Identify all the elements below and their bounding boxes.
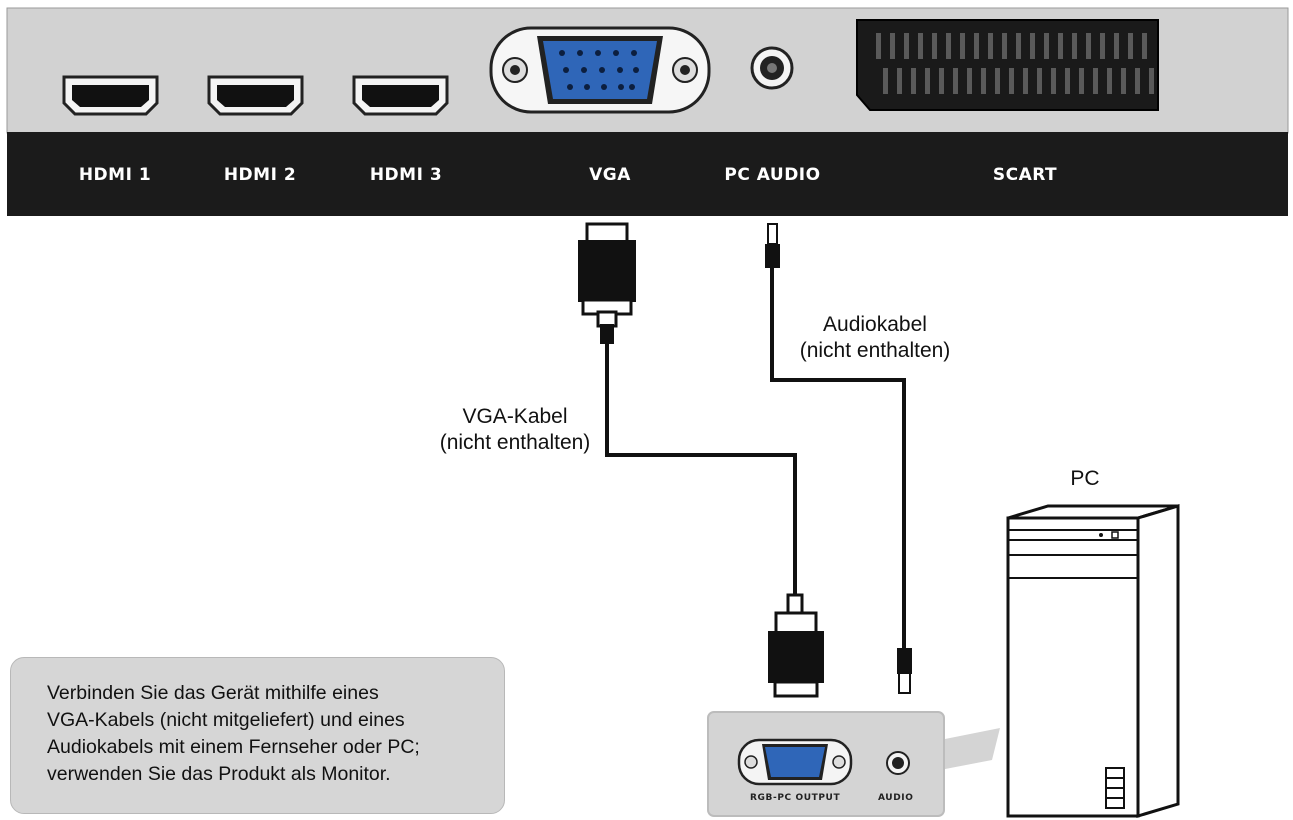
pc-audio-out-label: AUDIO	[878, 793, 914, 803]
rgb-output-port-icon	[737, 738, 853, 786]
pc-tower-icon	[1006, 503, 1180, 819]
scart-pin	[1051, 68, 1056, 94]
scart-pin	[890, 33, 895, 59]
scart-pin	[1023, 68, 1028, 94]
scart-pin	[883, 68, 888, 94]
audio-cable-note: (nicht enthalten)	[799, 339, 951, 362]
hdmi3-label: HDMI 3	[369, 165, 443, 185]
vga-cable-note: (nicht enthalten)	[439, 431, 591, 454]
hdmi1-port-icon	[62, 75, 159, 116]
scart-pin	[1100, 33, 1105, 59]
vga-label: VGA	[589, 165, 631, 185]
note-line: verwenden Sie das Produkt als Monitor.	[47, 763, 391, 785]
scart-pin	[904, 33, 909, 59]
scart-pin	[918, 33, 923, 59]
scart-pin	[1009, 68, 1014, 94]
scart-pin	[953, 68, 958, 94]
vga-port-icon	[489, 26, 711, 114]
scart-pin	[1037, 68, 1042, 94]
scart-pin	[981, 68, 986, 94]
hdmi2-label: HDMI 2	[223, 165, 297, 185]
info-note: Verbinden Sie das Gerät mithilfe eines V…	[10, 657, 505, 814]
pc-audio-out-icon	[886, 751, 910, 775]
scart-pin	[1128, 33, 1133, 59]
audio-cable	[765, 223, 912, 694]
hdmi1-label: HDMI 1	[78, 165, 152, 185]
scart-pin	[1016, 33, 1021, 59]
scart-port-icon	[856, 19, 1159, 111]
pc-label: PC	[1070, 467, 1100, 490]
hdmi2-port-icon	[207, 75, 304, 116]
scart-pin	[1149, 68, 1154, 94]
scart-pin	[995, 68, 1000, 94]
vga-cable-title: VGA-Kabel	[462, 405, 568, 428]
scart-pin	[960, 33, 965, 59]
vga-cable-caption: VGA-Kabel (nicht enthalten)	[420, 404, 610, 456]
scart-pin	[1086, 33, 1091, 59]
scart-pin	[1121, 68, 1126, 94]
rgb-output-label: RGB-PC OUTPUT	[750, 793, 841, 803]
scart-pin	[939, 68, 944, 94]
scart-pin	[946, 33, 951, 59]
scart-pin	[897, 68, 902, 94]
scart-pin	[1142, 33, 1147, 59]
scart-pin	[1079, 68, 1084, 94]
audio-cable-caption: Audiokabel (nicht enthalten)	[780, 312, 970, 364]
pc-audio-label: PC AUDIO	[724, 165, 821, 185]
hdmi3-port-icon	[352, 75, 449, 116]
scart-pin	[1114, 33, 1119, 59]
scart-pin	[1002, 33, 1007, 59]
pc-audio-jack-icon	[750, 46, 794, 90]
scart-pin	[1065, 68, 1070, 94]
vga-cable	[578, 222, 824, 698]
scart-pin	[1072, 33, 1077, 59]
note-line: VGA-Kabels (nicht mitgeliefert) und eine…	[47, 709, 405, 731]
scart-pin	[974, 33, 979, 59]
scart-label: SCART	[992, 165, 1058, 185]
scart-pin	[988, 33, 993, 59]
scart-pin	[876, 33, 881, 59]
scart-pin	[911, 68, 916, 94]
note-line: Verbinden Sie das Gerät mithilfe eines	[47, 682, 379, 704]
audio-cable-title: Audiokabel	[823, 313, 927, 336]
scart-pin	[967, 68, 972, 94]
scart-pin	[1135, 68, 1140, 94]
scart-pin	[1058, 33, 1063, 59]
scart-pin	[1030, 33, 1035, 59]
scart-pin	[932, 33, 937, 59]
scart-pin	[1093, 68, 1098, 94]
note-line: Audiokabels mit einem Fernseher oder PC;	[47, 736, 420, 758]
scart-pin	[1044, 33, 1049, 59]
scart-pin	[1107, 68, 1112, 94]
scart-pin	[925, 68, 930, 94]
